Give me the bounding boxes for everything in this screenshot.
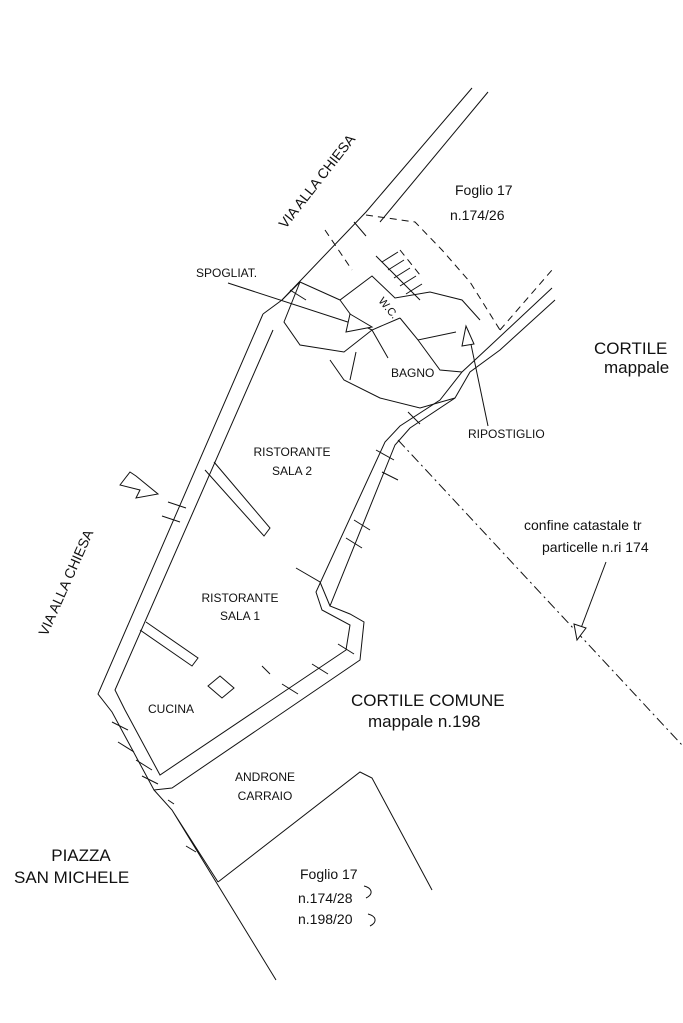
parcel-bottom-sheet: Foglio 17 — [300, 866, 358, 882]
room-label-sala1-line1: RISTORANTE — [201, 591, 279, 605]
street-edge-top-inner — [379, 91, 489, 223]
handdrawn-bracket-1 — [363, 885, 372, 899]
leader-boundary — [573, 561, 607, 642]
partition-sala1 — [139, 621, 199, 667]
partition-side — [295, 567, 331, 607]
boundary-note-line1: confine catastale tr — [524, 517, 642, 533]
room-label-spogliatoio: SPOGLIAT. — [196, 266, 258, 280]
partition-sala2 — [204, 461, 271, 537]
parcel-top-sheet: Foglio 17 — [455, 182, 513, 198]
courtyard-common-line1: CORTILE COMUNE — [351, 691, 505, 710]
entrance-arrow-icon — [119, 471, 160, 499]
wall-ticks — [111, 221, 421, 785]
courtyard-right-line2: mappale — [604, 358, 670, 377]
parcel-bottom-number-1: n.174/28 — [298, 890, 353, 906]
room-label-cucina: CUCINA — [148, 702, 195, 716]
room-label-sala2-line2: SALA 2 — [271, 464, 313, 478]
parcel-bottom-number-2: n.198/20 — [298, 911, 353, 927]
parcel-top-number: n.174/26 — [450, 207, 505, 223]
piazza-label-line1: PIAZZA — [51, 846, 111, 865]
room-label-sala1-line2: SALA 1 — [219, 609, 261, 623]
room-label-androne-line2: CARRAIO — [237, 789, 293, 803]
room-label-sala2-line1: RISTORANTE — [253, 445, 331, 459]
dashed-limits — [324, 214, 553, 331]
street-edge-bottom — [153, 789, 277, 981]
leader-spogliatoio — [227, 282, 374, 333]
room-label-ripostiglio: RIPOSTIGLIO — [468, 427, 545, 441]
annex-walls — [281, 275, 481, 409]
room-label-bagno: BAGNO — [391, 366, 435, 380]
building-outline — [97, 299, 556, 791]
androne-boundary — [217, 771, 433, 891]
street-edge-top — [262, 87, 473, 315]
leader-ripostiglio — [461, 324, 489, 427]
stairs-hatch — [375, 251, 423, 301]
piazza-label-line2: SAN MICHELE — [14, 868, 130, 887]
cadastral-boundary-line — [397, 439, 683, 746]
boundary-note-line2: particelle n.ri 174 — [542, 539, 649, 555]
handdrawn-bracket-2 — [367, 913, 376, 927]
androne-inner — [167, 799, 197, 853]
building-outline-inner — [114, 287, 553, 776]
partition-cucina — [207, 665, 271, 699]
courtyard-common-line2: mappale n.198 — [368, 712, 481, 731]
courtyard-right-line1: CORTILE — [594, 339, 668, 358]
room-label-androne-line1: ANDRONE — [234, 770, 295, 784]
